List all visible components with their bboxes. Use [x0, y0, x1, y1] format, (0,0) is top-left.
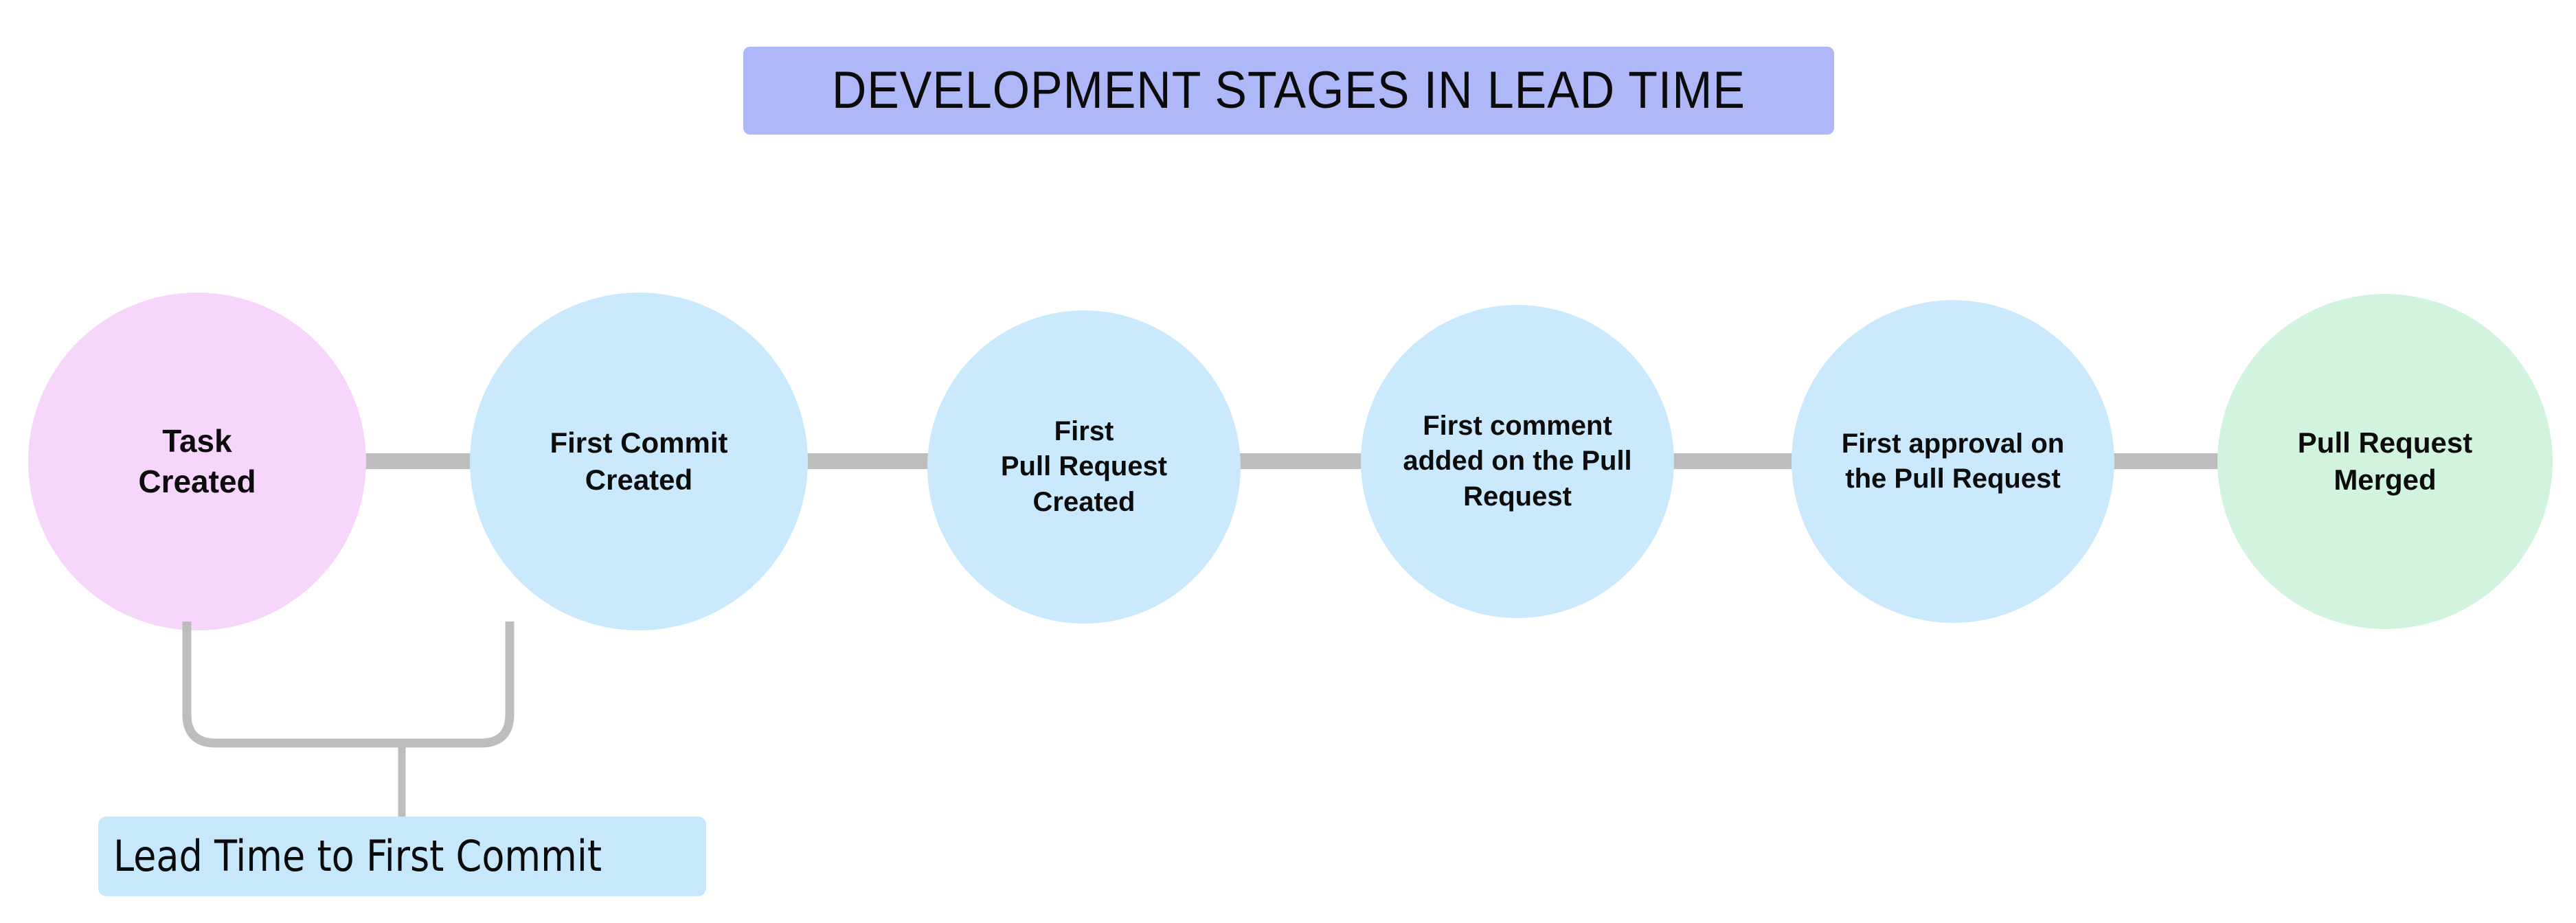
stage-node-first-pull-request-created[interactable]: First Pull Request Created: [927, 310, 1241, 624]
connector-rail-2: [805, 453, 929, 469]
stage-label-first-pull-request-created: First Pull Request Created: [1000, 416, 1168, 517]
stage-node-first-approval-on-pull-request[interactable]: First approval on the Pull Request: [1792, 300, 2114, 623]
connector-rail-4: [1672, 453, 1793, 469]
stage-node-pull-request-merged[interactable]: Pull Request Merged: [2217, 294, 2553, 629]
stage-label-task-created: Task Created: [138, 423, 256, 499]
stage-node-first-commit-created[interactable]: First Commit Created: [470, 293, 808, 630]
stage-node-first-comment-on-pull-request[interactable]: First comment added on the Pull Request: [1361, 305, 1674, 618]
connector-rail-1: [363, 453, 471, 469]
page-title: DEVELOPMENT STAGES IN LEAD TIME: [831, 61, 1746, 119]
lead-time-bracket: [182, 622, 515, 817]
connector-rail-5: [2110, 453, 2219, 469]
bracket-path: [182, 622, 515, 748]
diagram-title-banner: DEVELOPMENT STAGES IN LEAD TIME: [743, 47, 1834, 135]
stage-node-task-created[interactable]: Task Created: [28, 293, 366, 630]
lead-time-to-first-commit-label[interactable]: Lead Time to First Commit: [98, 817, 706, 896]
connector-rail-3: [1238, 453, 1363, 469]
stage-label-first-commit-created: First Commit Created: [550, 426, 728, 496]
stage-label-pull-request-merged: Pull Request Merged: [2297, 426, 2473, 496]
stage-label-first-comment-on-pull-request: First comment added on the Pull Request: [1403, 411, 1632, 512]
stage-label-first-approval-on-pull-request: First approval on the Pull Request: [1841, 428, 2065, 494]
lead-time-label-text: Lead Time to First Commit: [113, 831, 602, 881]
